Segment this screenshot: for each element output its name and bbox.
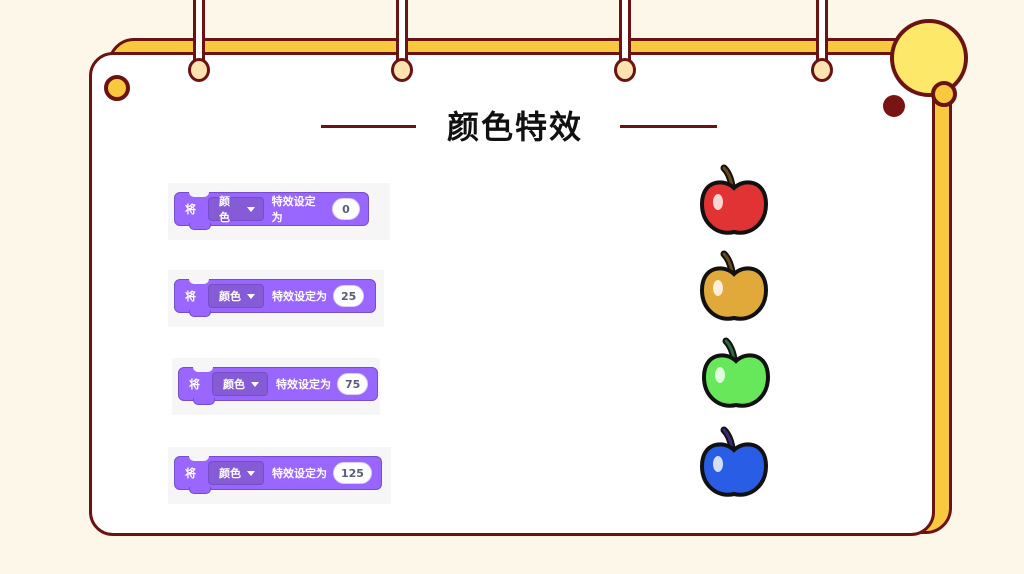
apple-orange-icon — [699, 250, 769, 321]
effect-dropdown-label: 颜色 — [223, 378, 245, 391]
effect-dropdown-label: 颜色 — [219, 467, 241, 480]
effect-value-input[interactable]: 0 — [332, 198, 360, 220]
effect-value-input[interactable]: 25 — [333, 285, 365, 307]
page-title: 颜色特效 — [446, 108, 583, 146]
corner-circle-decoration — [890, 19, 968, 97]
hanger-4 — [811, 0, 833, 84]
code-block-row: 将 颜色 特效设定为 125 — [168, 447, 391, 504]
code-block-row: 将 颜色 特效设定为 0 — [168, 183, 390, 240]
effect-dropdown-label: 颜色 — [219, 195, 230, 224]
code-block-row: 将 颜色 特效设定为 25 — [168, 270, 384, 327]
hanger-1 — [188, 0, 210, 84]
title-rule-left — [321, 125, 416, 128]
effect-dropdown[interactable]: 颜色 — [208, 195, 264, 224]
effect-dropdown[interactable]: 颜色 — [212, 372, 268, 396]
title-rule-right — [620, 125, 717, 128]
corner-small-circle-decoration — [931, 81, 957, 107]
apple-green-icon — [701, 337, 771, 408]
block-verb: 将 — [185, 290, 196, 303]
set-effect-block[interactable]: 将 颜色 特效设定为 125 — [174, 456, 382, 494]
block-verb: 将 — [189, 378, 200, 391]
block-label: 特效设定为 — [272, 290, 327, 303]
set-effect-block[interactable]: 将 颜色 特效设定为 25 — [174, 279, 376, 317]
apple-blue-icon — [699, 426, 769, 497]
block-label: 特效设定为 — [276, 378, 331, 391]
set-effect-block[interactable]: 将 颜色 特效设定为 75 — [178, 367, 378, 405]
code-block-row: 将 颜色 特效设定为 75 — [172, 358, 380, 415]
block-verb: 将 — [185, 467, 196, 480]
effect-dropdown-label: 颜色 — [219, 290, 241, 303]
effect-dropdown[interactable]: 颜色 — [208, 461, 264, 485]
effect-dropdown[interactable]: 颜色 — [208, 284, 264, 308]
effect-value-input[interactable]: 125 — [333, 462, 372, 484]
caret-down-icon — [251, 381, 259, 387]
set-effect-block[interactable]: 将 颜色 特效设定为 0 — [174, 192, 369, 230]
caret-down-icon — [247, 470, 255, 476]
block-label: 特效设定为 — [271, 195, 316, 224]
block-label: 特效设定为 — [272, 467, 327, 480]
hanger-3 — [614, 0, 636, 84]
caret-down-icon — [247, 293, 255, 299]
corner-ring-decoration — [104, 75, 130, 101]
apple-red-icon — [699, 164, 769, 235]
corner-dot-decoration — [883, 95, 905, 117]
caret-down-icon — [246, 206, 255, 212]
hanger-2 — [391, 0, 413, 84]
block-verb: 将 — [185, 203, 196, 216]
effect-value-input[interactable]: 75 — [337, 373, 369, 395]
